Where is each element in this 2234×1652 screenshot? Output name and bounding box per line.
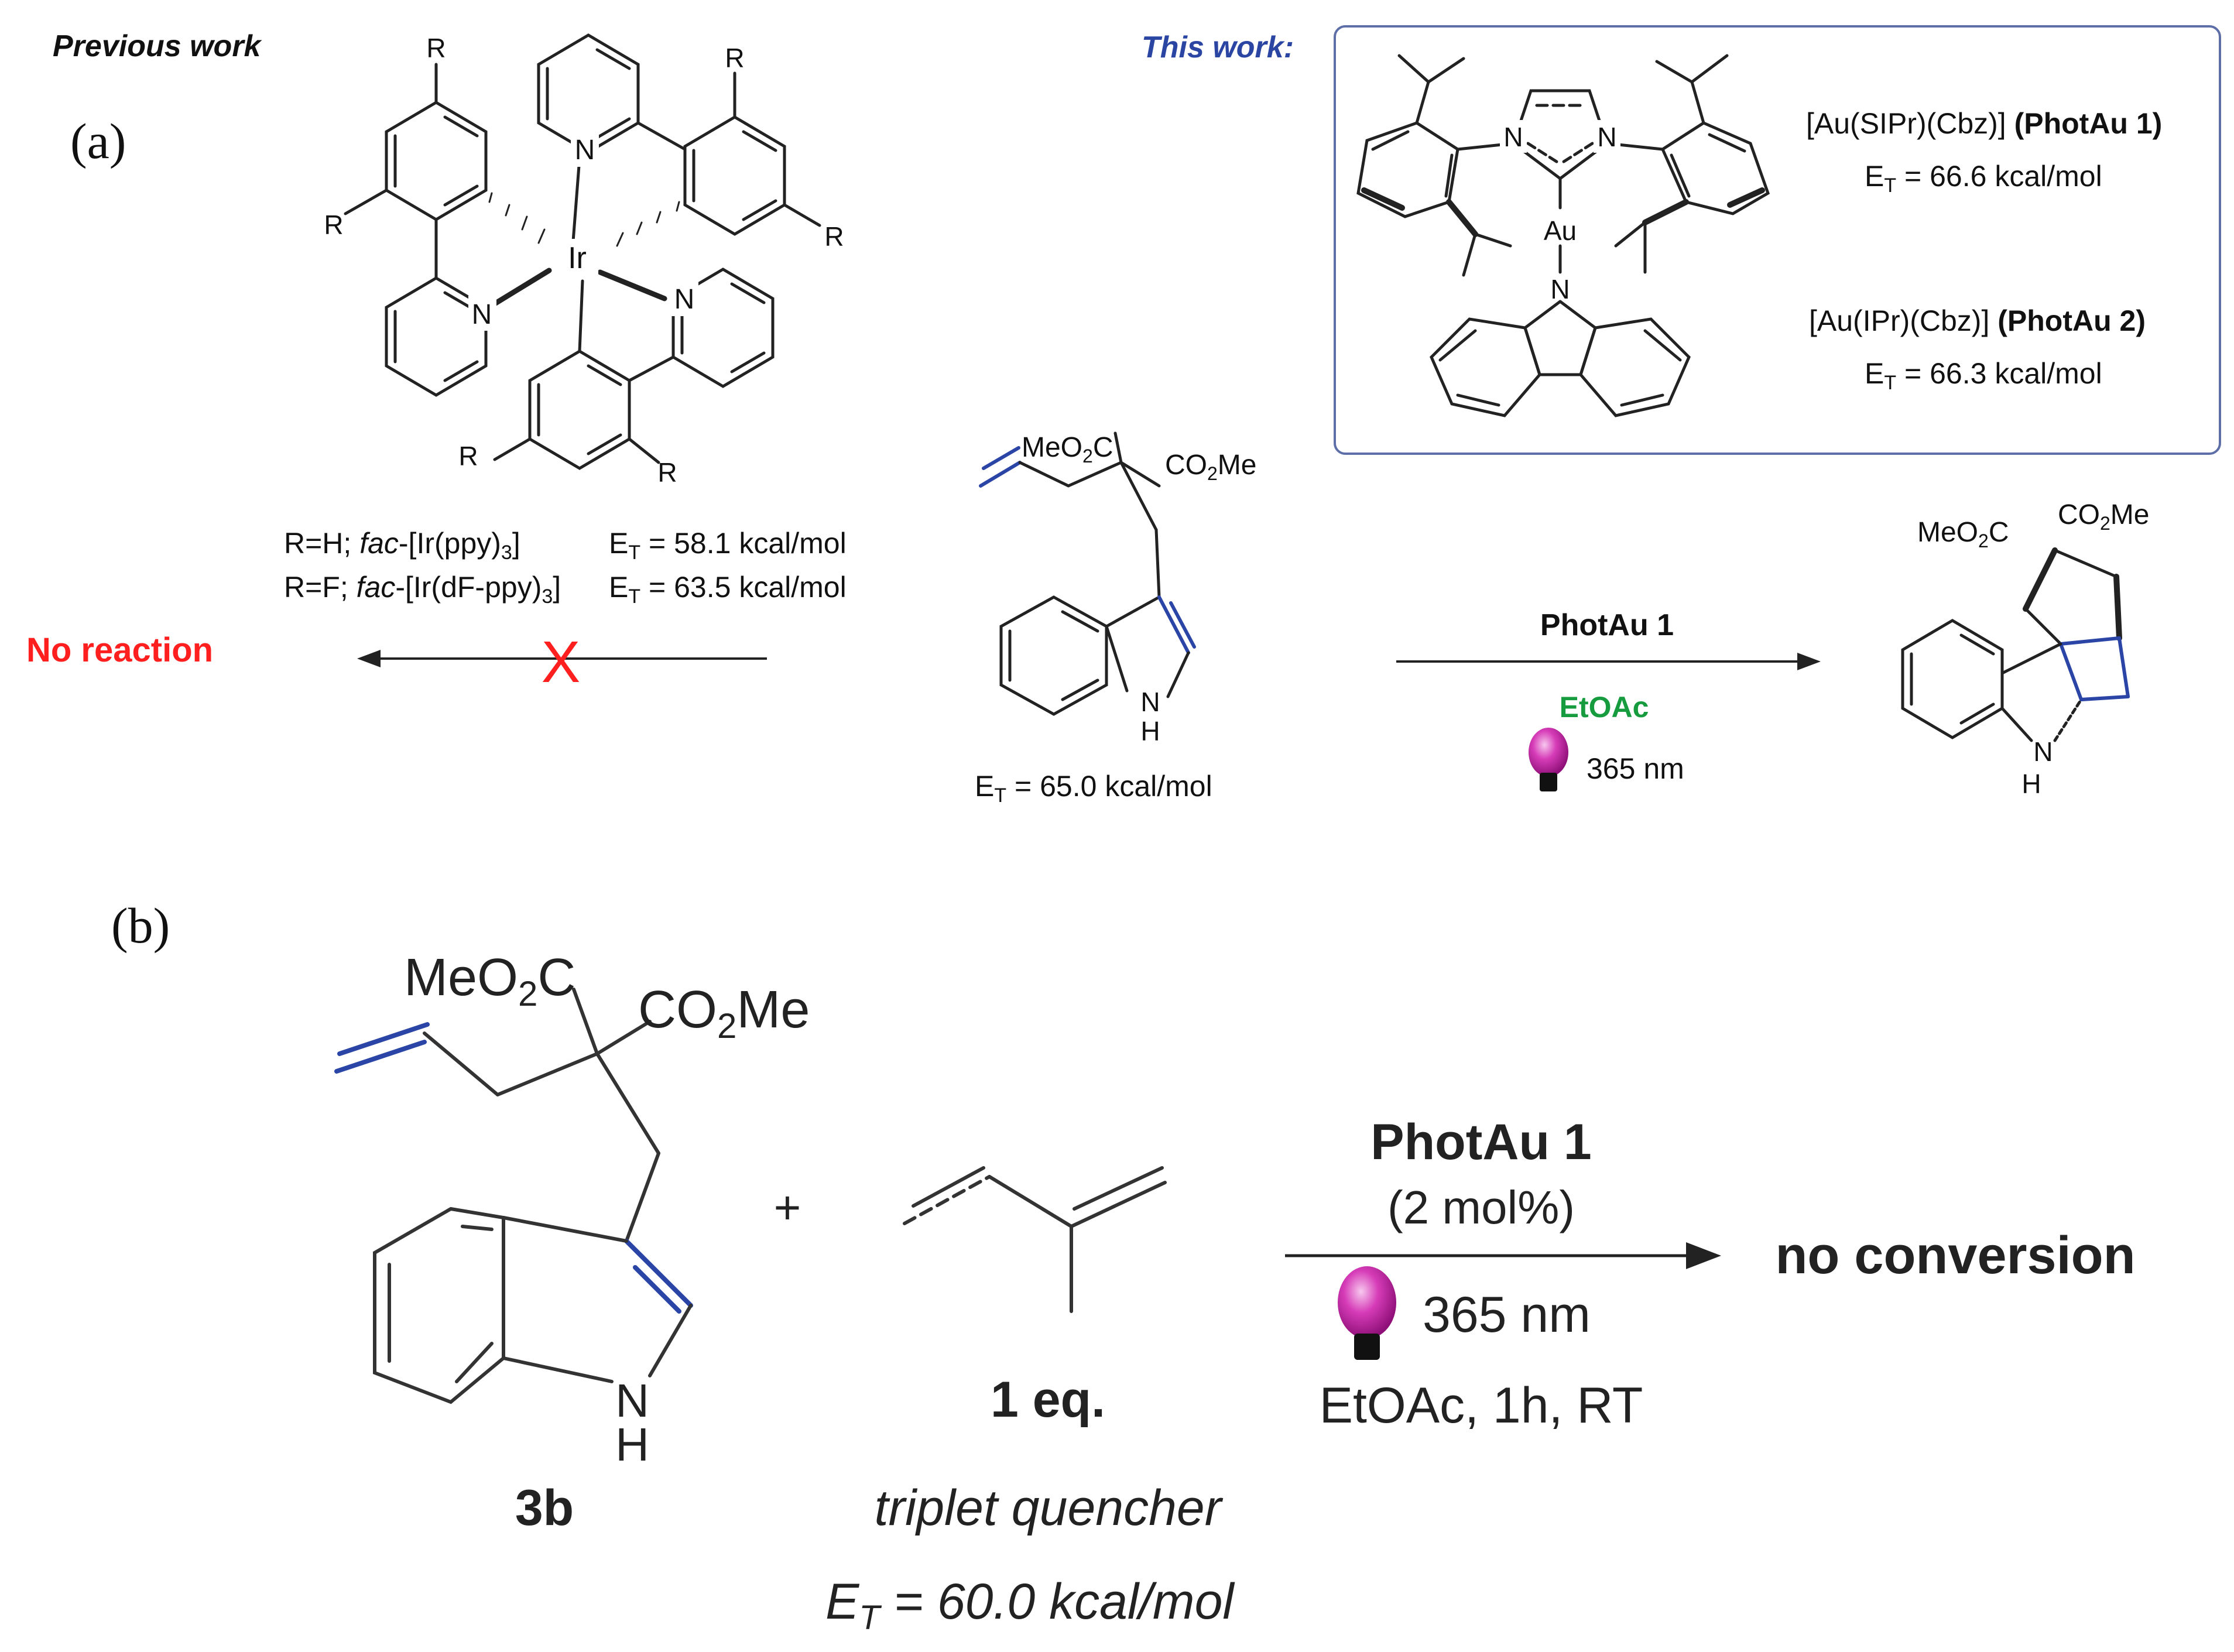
compound-3b-label: 3b xyxy=(515,1480,574,1536)
ir-ppy-caption: R=H; fac-[Ir(ppy)3]ET = 58.1 kcal/mol xyxy=(284,527,847,564)
photau1-name: [Au(SIPr)(Cbz)] (PhotAu 1) xyxy=(1806,107,2162,140)
3b-ester-left: MeO2C xyxy=(404,948,575,1013)
forward-solvent-label: EtOAc xyxy=(1560,691,1649,724)
quencher-equiv: 1 eq. xyxy=(991,1372,1105,1428)
product-ester-left: MeO2C xyxy=(1917,517,2009,551)
b-wavelength-label: 365 nm xyxy=(1423,1287,1591,1343)
r-substituent-3: R xyxy=(725,43,744,73)
reverse-arrow-head xyxy=(357,650,381,667)
forward-catalyst-label: PhotAu 1 xyxy=(1540,608,1674,642)
substrate-h-label: H xyxy=(1140,716,1160,746)
previous-work-title: Previous work xyxy=(53,29,263,63)
no-reaction-label: No reaction xyxy=(26,631,213,669)
quencher-labels: 1 eq. triplet quencher ET = 60.0 kcal/mo… xyxy=(825,1372,1235,1637)
forward-wavelength-label: 365 nm xyxy=(1587,752,1684,785)
substrate-structure xyxy=(979,431,1196,716)
substrate-ester-right: CO2Me xyxy=(1165,450,1256,484)
gold-n-label-left: N xyxy=(1503,122,1523,152)
ir-n-label-right: N xyxy=(674,284,695,315)
bulb-icon-b xyxy=(1338,1266,1396,1360)
ir-n-label-left: N xyxy=(472,299,492,330)
product-ester-right: CO2Me xyxy=(2058,499,2149,534)
cross-mark: X xyxy=(542,629,581,695)
forward-arrow-head xyxy=(1797,653,1821,670)
gold-n-label-right: N xyxy=(1597,122,1616,152)
r-substituent-1: R xyxy=(426,33,446,63)
3b-n-label: N xyxy=(615,1375,649,1427)
panel-a-label: (a) xyxy=(70,113,126,169)
gold-complex-labels: N N Au N [Au(SIPr)(Cbz)] (PhotAu 1) ET =… xyxy=(1500,107,2162,394)
b-loading-label: (2 mol%) xyxy=(1387,1181,1575,1233)
product-n-label: N xyxy=(2033,736,2053,767)
3b-h-label: H xyxy=(615,1418,649,1471)
substrate-3b-structure xyxy=(334,988,693,1404)
photau2-et: ET = 66.3 kcal/mol xyxy=(1865,357,2102,394)
photau1-et: ET = 66.6 kcal/mol xyxy=(1865,160,2102,197)
ir-complex-atom-labels: Ir N N N R R R R R R xyxy=(324,33,844,488)
this-work-title: This work: xyxy=(1142,30,1294,64)
this-work-box xyxy=(1334,25,2221,455)
r-substituent-5: R xyxy=(458,441,478,471)
ir-dfppy-caption: R=F; fac-[Ir(dF-ppy)3]ET = 63.5 kcal/mol xyxy=(284,571,847,608)
isoprene-structure xyxy=(903,1166,1167,1313)
plus-sign: + xyxy=(774,1181,801,1233)
b-catalyst-label: PhotAu 1 xyxy=(1370,1114,1591,1170)
no-conversion-label: no conversion xyxy=(1775,1226,2135,1285)
substrate-et-label: ET = 65.0 kcal/mol xyxy=(975,770,1212,807)
carbazole-n-label: N xyxy=(1550,274,1570,304)
ir-metal-label: Ir xyxy=(568,241,587,275)
au-label: Au xyxy=(1544,215,1577,246)
product-structure xyxy=(1901,547,2130,742)
ir-n-label-top: N xyxy=(575,135,595,166)
b-arrow-head xyxy=(1686,1242,1721,1269)
product-h-label: H xyxy=(2021,769,2041,799)
product-labels: MeO2C CO2Me N H xyxy=(1917,499,2149,799)
quencher-et: ET = 60.0 kcal/mol xyxy=(825,1574,1235,1637)
b-conditions-label: EtOAc, 1h, RT xyxy=(1320,1377,1643,1434)
3b-ester-right: CO2Me xyxy=(638,981,810,1046)
substrate-labels: MeO2C CO2Me N H ET = 65.0 kcal/mol xyxy=(975,432,1256,807)
photau2-name: [Au(IPr)(Cbz)] (PhotAu 2) xyxy=(1809,304,2146,337)
bulb-icon xyxy=(1529,728,1568,791)
substrate-ester-left: MeO2C xyxy=(1022,432,1113,467)
panel-b: (b) MeO2C CO2Me N H 3b xyxy=(111,897,2136,1637)
quencher-description: triplet quencher xyxy=(875,1480,1224,1536)
panel-a: Previous work (a) xyxy=(26,25,2221,807)
panel-b-label: (b) xyxy=(111,897,170,954)
substrate-3b-labels: MeO2C CO2Me N H 3b xyxy=(404,948,810,1536)
r-substituent-6: R xyxy=(657,457,677,488)
r-substituent-2: R xyxy=(324,210,343,240)
r-substituent-4: R xyxy=(824,221,844,252)
substrate-n-label: N xyxy=(1140,687,1160,717)
